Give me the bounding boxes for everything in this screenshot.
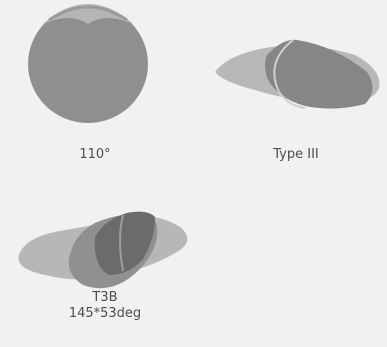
beam-option-type-iii[interactable]: Type III (205, 0, 387, 175)
beam-option-t3b[interactable]: T3B 145*53deg (5, 175, 205, 347)
beam-label: T3B (92, 290, 118, 305)
beam-label: 110° (79, 147, 111, 162)
beam-sublabel: 145*53deg (68, 306, 142, 321)
beam-option-110[interactable]: 110° (5, 0, 185, 175)
asymmetric-beam-pattern-icon (18, 211, 188, 289)
circular-beam-pattern-icon (28, 4, 148, 123)
beam-label: Type III (273, 147, 319, 162)
elliptical-beam-pattern-icon (215, 39, 380, 109)
